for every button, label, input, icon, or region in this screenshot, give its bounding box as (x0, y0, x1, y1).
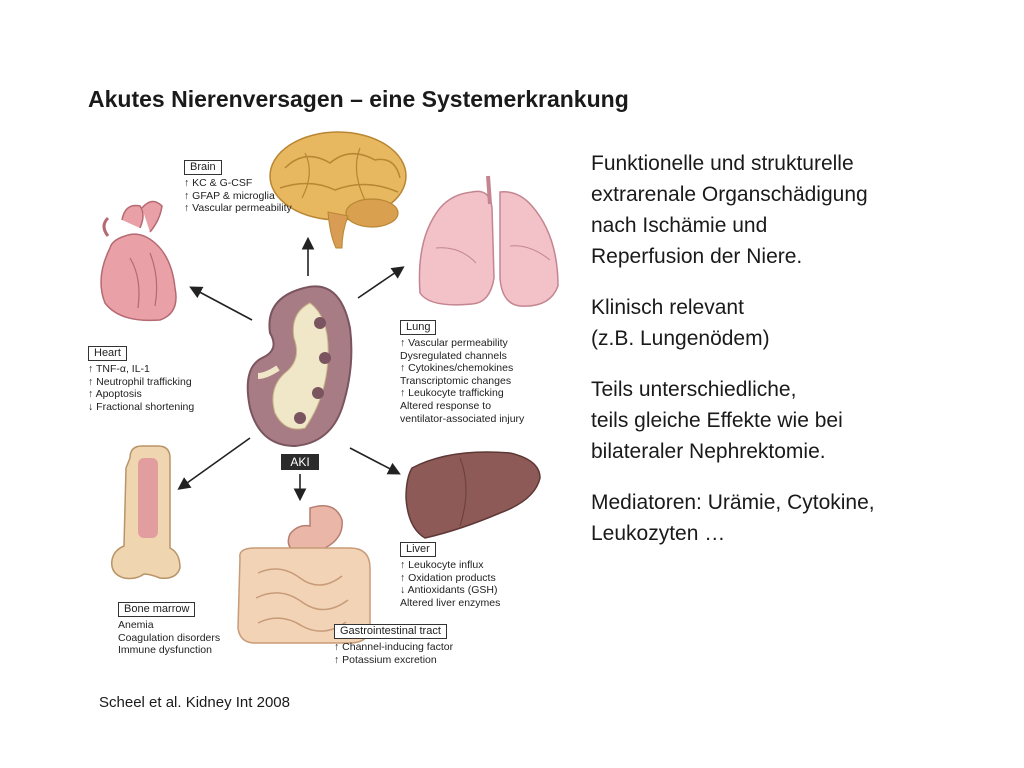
text-line: Teils unterschiedliche, (591, 378, 797, 401)
explanation-text: Funktionelle und strukturelle extrarenal… (591, 148, 1011, 569)
text-line: Funktionelle und strukturelle (591, 152, 854, 175)
heart-effect: ↑ Neutrophil trafficking (88, 375, 192, 388)
liver-effect: Altered liver enzymes (400, 596, 501, 609)
text-line: Mediatoren: Urämie, Cytokine, (591, 491, 875, 514)
text-line: extrarenale Organschädigung (591, 183, 868, 206)
text-line: Klinisch relevant (591, 296, 744, 319)
paragraph-mediators: Mediatoren: Urämie, Cytokine, Leukozyten… (591, 487, 1011, 549)
organ-arrows (177, 236, 405, 502)
liver-effect: ↓ Antioxidants (GSH) (400, 584, 498, 597)
paragraph-clinical-relevance: Klinisch relevant (z.B. Lungenödem) (591, 292, 1011, 354)
brain-title: Brain (184, 160, 222, 175)
aki-label: AKI (281, 454, 319, 470)
text-line: nach Ischämie und (591, 214, 768, 237)
gastrointestinal-icon (237, 505, 371, 644)
lung-effects: Lung ↑ Vascular permeability Dysregulate… (400, 320, 524, 425)
liver-effects: Liver ↑ Leukocyte influx ↑ Oxidation pro… (400, 542, 500, 609)
brain-effect: ↑ KC & G-CSF (184, 177, 253, 189)
liver-title: Liver (400, 542, 436, 557)
organ-illustration (100, 131, 559, 644)
aki-organ-diagram: AKI Brain ↑ KC & G-CSF ↑ GFAP & microgli… (80, 128, 560, 680)
lung-icon (418, 175, 559, 307)
brain-effects: Brain ↑ KC & G-CSF ↑ GFAP & microglia ↑ … (184, 160, 292, 215)
heart-effects: Heart ↑ TNF-α, IL-1 ↑ Neutrophil traffic… (88, 346, 194, 413)
text-line: Leukozyten … (591, 522, 726, 545)
lung-effect: Transcriptomic changes (400, 374, 512, 387)
bone-marrow-effect: Coagulation disorders (118, 631, 221, 644)
text-line: (z.B. Lungenödem) (591, 327, 770, 350)
bone-marrow-icon (111, 445, 181, 580)
text-line: teils gleiche Effekte wie bei (591, 409, 843, 432)
lung-effect: Dysregulated channels (400, 349, 507, 362)
heart-effect: ↑ Apoptosis (88, 388, 142, 401)
gi-effects: Gastrointestinal tract ↑ Channel-inducin… (334, 624, 453, 666)
bone-marrow-title: Bone marrow (118, 602, 196, 617)
gi-effect: ↑ Channel-inducing factor (334, 641, 454, 653)
lung-effect: Altered response to (400, 399, 492, 412)
lung-effect: ↑ Cytokines/chemokines (400, 362, 514, 375)
lung-effect: ↑ Vascular permeability (400, 337, 508, 349)
brain-effect: ↑ Vascular permeability (184, 202, 292, 215)
bone-marrow-effect: Immune dysfunction (118, 644, 212, 657)
liver-effect: ↑ Leukocyte influx (400, 559, 484, 571)
citation: Scheel et al. Kidney Int 2008 (99, 694, 290, 711)
heart-effect: ↓ Fractional shortening (88, 400, 195, 413)
gi-effect: ↑ Potassium excretion (334, 653, 437, 666)
bone-marrow-effect: Anemia (118, 619, 154, 631)
liver-effect: ↑ Oxidation products (400, 571, 496, 584)
text-line: Reperfusion der Niere. (591, 245, 803, 268)
lung-title: Lung (400, 320, 437, 335)
lung-effect: ventilator-associated injury (400, 412, 525, 425)
heart-icon (100, 200, 177, 322)
lung-effect: ↑ Leukocyte trafficking (400, 387, 504, 400)
liver-icon (405, 451, 541, 539)
heart-title: Heart (88, 346, 127, 361)
bone-marrow-effects: Bone marrow Anemia Coagulation disorders… (118, 602, 220, 657)
heart-effect: ↑ TNF-α, IL-1 (88, 363, 150, 375)
paragraph-effects: Teils unterschiedliche, teils gleiche Ef… (591, 374, 1011, 467)
text-line: bilateraler Nephrektomie. (591, 440, 826, 463)
brain-icon (269, 131, 407, 249)
brain-effect: ↑ GFAP & microglia (184, 189, 275, 202)
paragraph-organ-damage: Funktionelle und strukturelle extrarenal… (591, 148, 1011, 272)
kidney-icon (246, 285, 353, 448)
slide-title: Akutes Nierenversagen – eine Systemerkra… (88, 86, 629, 112)
gi-title: Gastrointestinal tract (334, 624, 447, 639)
